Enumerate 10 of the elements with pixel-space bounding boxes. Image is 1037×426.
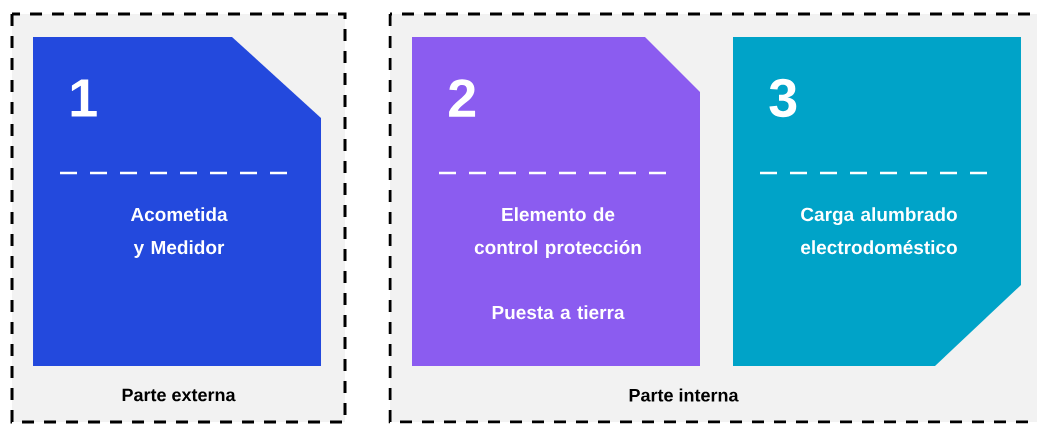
node-label: 3 <box>769 78 797 118</box>
node-label: Elemento de control protección <box>474 207 641 258</box>
node-label: Carga alumbrado electrodoméstico <box>801 207 957 255</box>
card <box>412 37 700 366</box>
node-label: Puesta a tierra <box>492 305 625 320</box>
card <box>33 37 321 366</box>
node-label: 1 <box>71 79 97 117</box>
card <box>733 37 1021 366</box>
node-label: 2 <box>449 79 476 117</box>
node-label: Acometida y Medidor <box>130 207 228 258</box>
